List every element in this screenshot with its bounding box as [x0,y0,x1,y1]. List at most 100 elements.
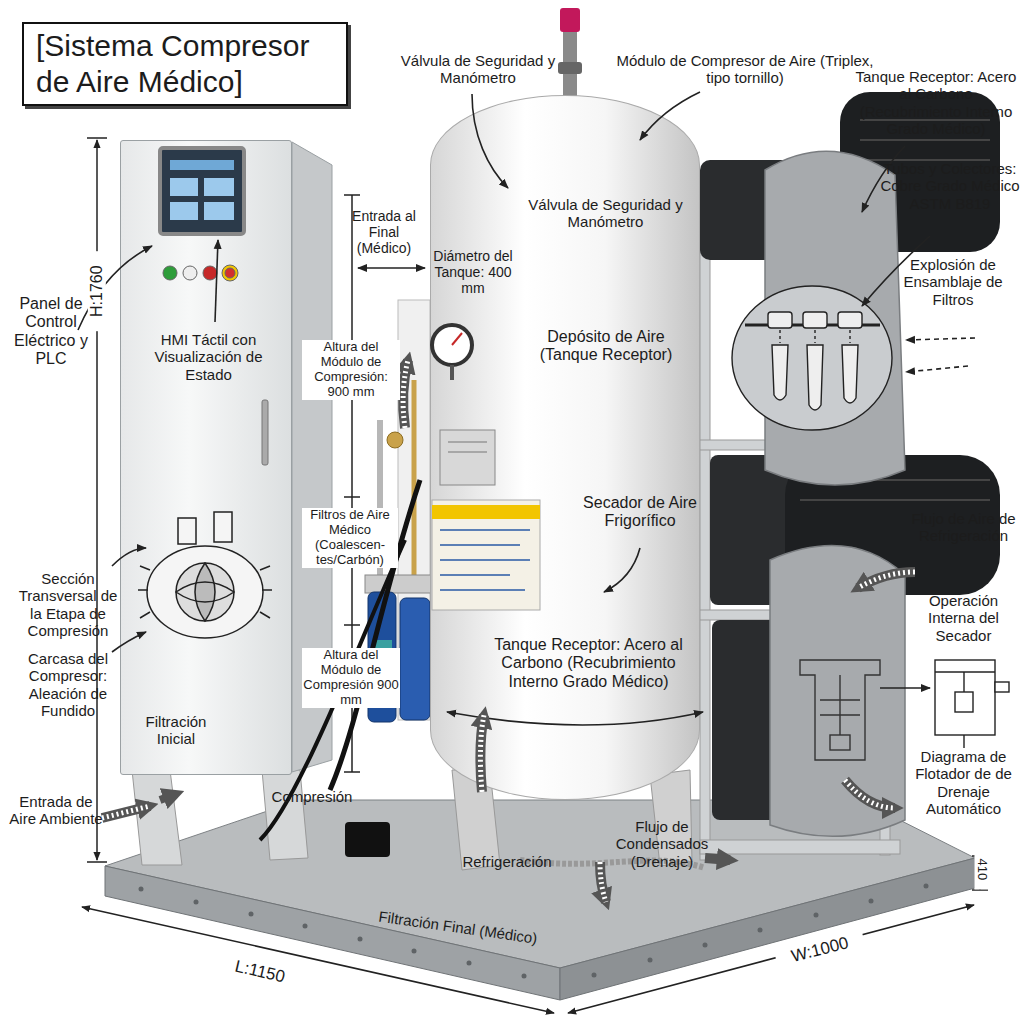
callout-label: Compresión [262,788,362,805]
callout-label: Sección Transversal de la Etapa de Compr… [12,570,124,639]
node-text: Secador de Aire Frigorífico [579,494,701,531]
leader-arrow [640,92,700,140]
callout-label: Panel de Control Eléctrico y PLC [8,295,94,369]
leader-arrow [215,240,218,322]
name-plate [448,452,487,453]
name-plate [440,430,495,485]
flow-arrow [480,715,484,792]
dimension-label: L:1150 [214,952,306,991]
touch-screen [170,202,198,220]
control-button [163,266,177,280]
base-plate [139,887,144,892]
drain-float-inset [935,660,995,735]
compression-cross-section [195,563,215,621]
base-plate [758,928,763,933]
filter-unit [398,300,430,720]
callout-label: Entrada de Aire Ambiente [6,793,106,828]
base-plate [522,974,527,979]
dimension-line [82,907,554,1013]
name-plate [448,442,487,443]
control-button [183,266,197,280]
dimension-label: 410 [975,849,990,889]
warning-sticker [440,530,530,590]
flow-arrow [858,572,915,588]
safety-valve [558,8,582,100]
filter-explosion [849,330,850,343]
pressure-gauge [452,333,462,345]
filter-explosion [779,330,780,343]
control-button [163,265,238,281]
filter-explosion [732,286,892,430]
base-plate [648,958,653,963]
base-plate [249,912,254,917]
warning-sticker [440,529,530,531]
base-plate [412,949,417,954]
warning-sticker [440,544,520,546]
dimension-line [344,194,360,196]
base-plate [303,924,308,929]
filter-explosion [768,312,792,328]
filter-unit [365,575,435,593]
node-text: Válvula de Seguridad y Manómetro [513,196,698,231]
compression-cross-section [214,512,232,542]
leader-arrow [880,687,930,689]
flow-arrow [705,858,730,860]
compression-cross-section [138,566,272,618]
compression-cross-section [178,518,196,544]
drain-float-inset [955,692,973,712]
leader-arrow [906,366,968,372]
compressor-block [800,499,990,501]
callout-label: Flujo de Condensados (Drenaje) [612,818,712,870]
dryer-diagram [830,735,850,750]
compressor-block [860,139,990,141]
dryer-diagram [800,660,880,760]
dimension-line [344,771,360,773]
flow-arrow [403,360,408,428]
warning-sticker [432,500,540,610]
diagram-title: [Sistema Compresor de Aire Médico] [22,22,348,106]
base-plate [105,866,560,1000]
touch-screen [204,178,234,196]
cabinet-leg [132,770,308,865]
leader-arrow [604,548,640,592]
filter-explosion [803,312,827,328]
warning-sticker [440,574,510,576]
leader-arrow [358,267,425,269]
filter-unit [400,598,430,720]
drain-float-inset [935,671,995,672]
callout-label: Altura del Módulo de Compresión 900 mm [302,648,400,708]
filter-explosion [814,330,815,343]
touch-screen [160,148,244,234]
drain-float-inset [995,682,1009,692]
touch-screen [170,178,198,196]
safety-valve [560,8,580,32]
dimension-label: W:1000 [774,929,866,970]
node-text: Diámetro del Tanque: 400 mm [431,248,515,296]
node-text: Filtración Inicial [126,713,226,748]
drain-float-inset [935,660,1009,748]
compression-cross-section [138,512,272,638]
callout-label: Flujo de Aire de Refrigeración [905,510,1022,545]
touch-screen [160,148,244,234]
base-plate [814,913,819,918]
leader-arrow [472,94,508,188]
dryer-diagram [839,675,840,735]
control-button [225,268,235,278]
filter-explosion [838,312,862,328]
callout-label: Refrigeración [452,853,562,870]
compression-cross-section [176,563,234,621]
callout-label: Válvula de Seguridad y Manómetro [398,52,558,87]
warning-sticker [432,505,540,519]
callout-label: Operación Interna del Secador [905,592,1022,644]
flow-arrow [858,572,915,588]
control-button [203,266,217,280]
warning-sticker [440,589,525,591]
safety-valve [558,62,582,74]
name-plate [440,430,495,485]
belt-guard [765,151,905,836]
flow-arrow [600,862,606,902]
cabinet-leg [262,770,308,860]
filter-explosion [732,286,892,430]
dimension-line [96,140,98,860]
